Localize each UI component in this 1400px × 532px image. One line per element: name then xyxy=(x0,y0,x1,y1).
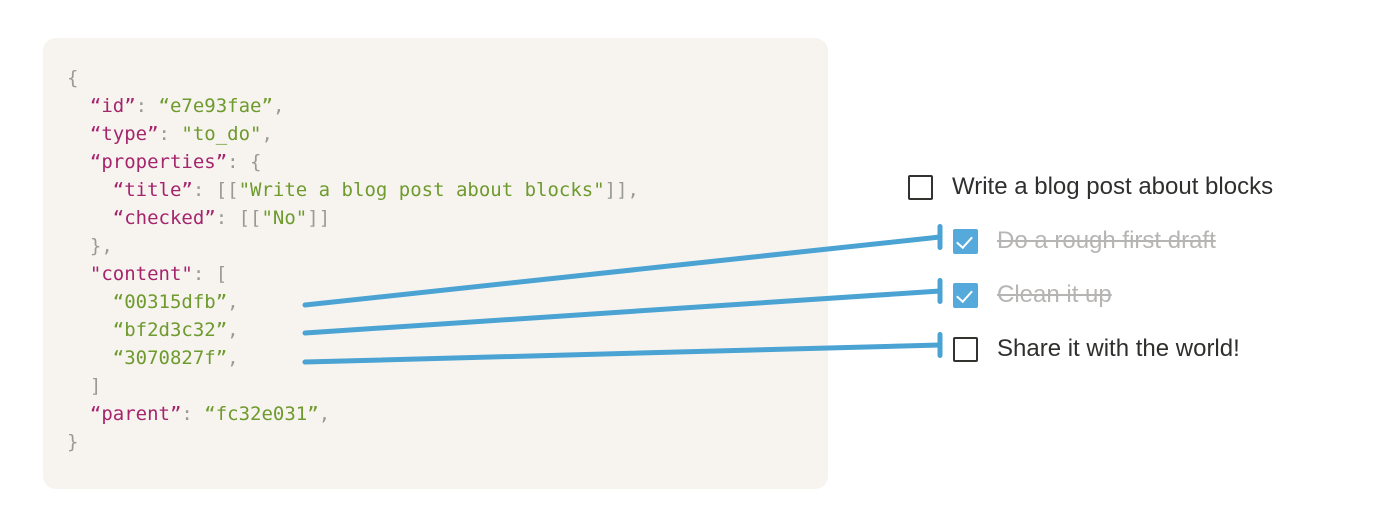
code-line: “properties”: { xyxy=(67,148,639,176)
code-token: "content" xyxy=(89,263,193,285)
code-line: "content": [ xyxy=(67,260,639,288)
code-token: } xyxy=(67,431,79,453)
todo-item-label: Share it with the world! xyxy=(997,335,1240,362)
code-line: “title”: [["Write a blog post about bloc… xyxy=(67,176,639,204)
code-line: “id”: “e7e93fae”, xyxy=(67,92,639,120)
code-token: "No" xyxy=(261,207,308,229)
checkbox-unchecked-icon[interactable] xyxy=(908,174,933,200)
code-line: “3070827f”, xyxy=(67,344,639,372)
code-token: “bf2d3c32” xyxy=(112,319,228,341)
code-token: : { xyxy=(227,151,262,173)
todo-item[interactable]: Share it with the world! xyxy=(908,322,1378,376)
code-token: , xyxy=(227,319,239,341)
todo-item[interactable]: Do a rough first draft xyxy=(908,214,1378,268)
code-token: “id” xyxy=(89,95,136,117)
code-token: “parent” xyxy=(89,403,182,425)
code-line: }, xyxy=(67,232,639,260)
code-token: { xyxy=(67,67,79,89)
checkbox-checked-icon[interactable] xyxy=(953,282,978,308)
code-token: ] xyxy=(89,375,102,397)
code-token: “e7e93fae” xyxy=(158,95,273,117)
code-line: “bf2d3c32”, xyxy=(67,316,639,344)
code-line: “00315dfb”, xyxy=(67,288,639,316)
code-token: : xyxy=(135,95,159,117)
todo-item-label: Clean it up xyxy=(997,281,1112,308)
checkbox-unchecked-icon[interactable] xyxy=(953,336,978,362)
json-code-listing: { “id”: “e7e93fae”, “type”: "to_do", “pr… xyxy=(67,64,639,456)
code-token: , xyxy=(227,291,239,313)
code-token: , xyxy=(318,403,331,425)
code-token: : [[ xyxy=(192,179,239,201)
code-token: }, xyxy=(89,235,113,257)
code-token: , xyxy=(272,95,285,117)
code-line: { xyxy=(67,64,639,92)
code-token: : xyxy=(158,123,182,145)
code-token: “checked” xyxy=(112,207,216,229)
code-token: "to_do" xyxy=(181,123,262,145)
code-token: “3070827f” xyxy=(112,347,228,369)
todo-item-label: Do a rough first draft xyxy=(997,227,1216,254)
code-token: “properties” xyxy=(89,151,228,173)
code-token: ]] xyxy=(307,207,331,229)
code-line: “parent”: “fc32e031”, xyxy=(67,400,639,428)
todo-item[interactable]: Clean it up xyxy=(908,268,1378,322)
code-line: ] xyxy=(67,372,639,400)
code-token: “title” xyxy=(112,179,193,201)
code-token: ]], xyxy=(604,179,639,201)
code-line: “type”: "to_do", xyxy=(67,120,639,148)
todo-checklist: Write a blog post about blocks Do a rough… xyxy=(908,160,1378,376)
json-code-panel: { “id”: “e7e93fae”, “type”: "to_do", “pr… xyxy=(43,38,828,489)
code-token: : xyxy=(181,403,205,425)
todo-item[interactable]: Write a blog post about blocks xyxy=(908,160,1378,214)
code-token: , xyxy=(227,347,239,369)
code-token: : [ xyxy=(192,263,228,285)
code-token: “fc32e031” xyxy=(204,403,319,425)
code-token: “type” xyxy=(89,123,159,145)
code-token: "Write a blog post about blocks" xyxy=(238,179,605,201)
todo-item-label: Write a blog post about blocks xyxy=(952,173,1274,200)
code-line: } xyxy=(67,428,639,456)
code-token: “00315dfb” xyxy=(112,291,228,313)
code-line: “checked”: [["No"]] xyxy=(67,204,639,232)
code-token: : [[ xyxy=(215,207,262,229)
code-token: , xyxy=(261,123,273,145)
checkbox-checked-icon[interactable] xyxy=(953,228,978,254)
